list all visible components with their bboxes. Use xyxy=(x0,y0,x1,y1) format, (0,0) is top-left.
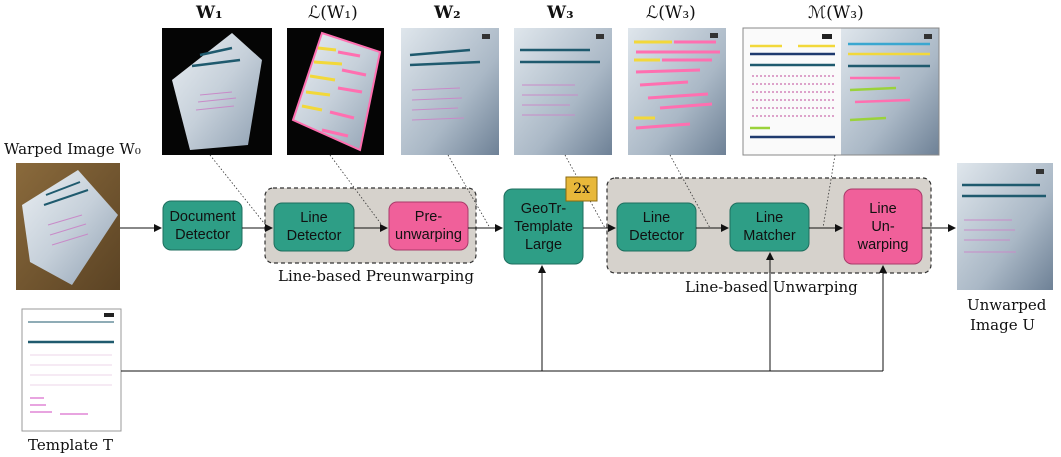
box-pre-unwarping xyxy=(388,201,469,251)
group-label-unwarping: Line-based Unwarping xyxy=(685,278,858,296)
title-w1: W₁ xyxy=(196,3,223,23)
output-label-line1: Unwarped xyxy=(967,296,1047,314)
thumb-lw3 xyxy=(628,28,726,155)
template-image xyxy=(21,308,122,432)
badge-2x xyxy=(565,176,598,202)
title-w2: W₂ xyxy=(434,3,461,23)
input-image xyxy=(16,163,120,290)
thumb-w2 xyxy=(401,28,499,155)
template-label: Template T xyxy=(28,436,113,454)
label-badge-2x: 2x xyxy=(573,181,590,197)
output-label-line2: Image U xyxy=(970,316,1035,334)
input-label: Warped Image W₀ xyxy=(4,140,141,158)
title-lw3: ℒ(W₃) xyxy=(646,3,696,23)
title-mw3: ℳ(W₃) xyxy=(808,3,864,23)
label-line-matcher: Line Matcher xyxy=(743,210,796,244)
label-pre-unwarping: Pre- unwarping xyxy=(395,209,462,243)
thumb-lw1 xyxy=(287,28,384,155)
label-line-detector-1: Line Detector xyxy=(286,210,342,244)
box-geotr xyxy=(503,188,584,265)
thumb-w3 xyxy=(514,28,612,155)
box-line-matcher xyxy=(729,202,810,252)
box-line-detector-2 xyxy=(616,202,697,252)
label-line-unwarping: Line Un- warping xyxy=(857,200,909,253)
label-geotr: GeoTr- Template Large xyxy=(514,200,573,253)
label-document-detector: Document Detector xyxy=(169,208,236,243)
thumb-mw3 xyxy=(742,27,940,156)
box-document-detector xyxy=(162,200,243,251)
box-line-unwarping xyxy=(843,188,923,265)
group-label-preunwarping: Line-based Preunwarping xyxy=(278,267,474,285)
output-image xyxy=(957,163,1053,290)
box-line-detector-1 xyxy=(273,202,355,252)
label-line-detector-2: Line Detector xyxy=(629,210,684,244)
title-lw1: ℒ(W₁) xyxy=(308,3,358,23)
thumb-w1 xyxy=(162,28,272,155)
title-w3: W₃ xyxy=(547,3,574,23)
